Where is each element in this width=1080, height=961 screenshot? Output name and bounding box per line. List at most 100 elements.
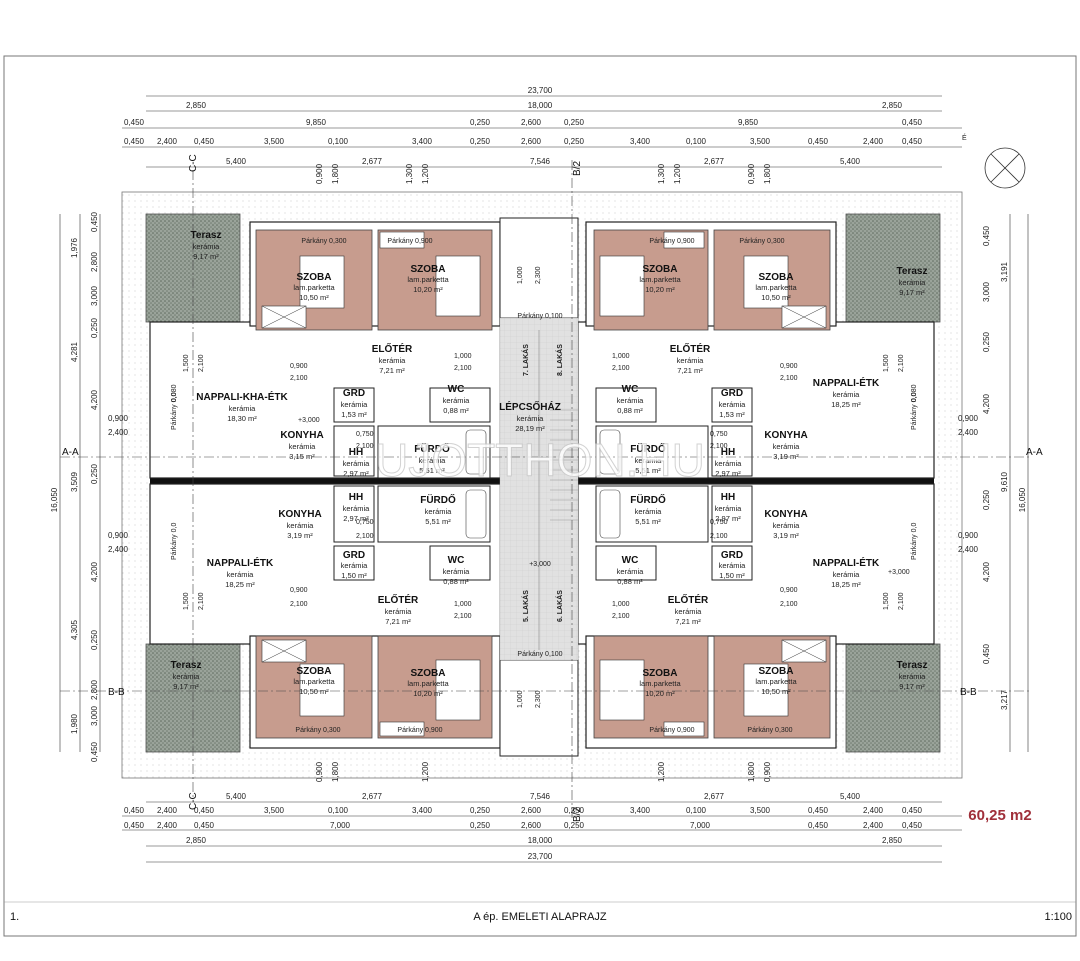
terrace-bottom-right [845,643,941,753]
svg-text:kerámia: kerámia [715,459,743,468]
svg-text:3,000: 3,000 [982,281,991,302]
svg-text:0,250: 0,250 [982,489,991,510]
svg-text:LÉPCSŐHÁZ: LÉPCSŐHÁZ [499,400,561,413]
svg-text:2,100: 2,100 [198,354,205,372]
svg-text:3,000: 3,000 [90,285,99,306]
svg-text:18,30 m²: 18,30 m² [227,414,257,423]
room-grd-tl: GRD kerámia 1,53 m² [341,388,369,419]
svg-text:Párkány 0,900: Párkány 0,900 [649,727,694,734]
svg-text:2,300: 2,300 [535,266,542,284]
svg-text:3,509: 3,509 [70,471,79,492]
svg-text:2,400: 2,400 [108,545,129,554]
svg-text:GRD: GRD [343,550,365,561]
svg-text:0,900: 0,900 [747,163,756,184]
svg-text:0,750: 0,750 [710,519,728,526]
room-szoba-bl2: SZOBA lam.parketta 10,20 m² Párkány 0,90… [397,668,449,734]
svg-text:5,400: 5,400 [840,157,861,166]
room-szoba-bl1: SZOBA lam.parketta 10,50 m² Párkány 0,30… [293,666,340,734]
unit-label-6: 6. LAKÁS [555,590,564,622]
svg-text:2,800: 2,800 [90,679,99,700]
svg-text:0,450: 0,450 [124,118,145,127]
svg-text:2,400: 2,400 [108,428,129,437]
svg-text:0,250: 0,250 [470,806,491,815]
svg-text:1,976: 1,976 [70,237,79,258]
parkany-top-center: Párkány 0,100 [517,313,562,320]
svg-text:5,51 m²: 5,51 m² [635,517,661,526]
svg-text:7,21 m²: 7,21 m² [379,366,405,375]
svg-text:kerámia: kerámia [833,390,861,399]
svg-text:4,200: 4,200 [90,389,99,410]
svg-text:2,100: 2,100 [780,375,798,382]
svg-text:0,450: 0,450 [194,806,215,815]
svg-text:lam.parketta: lam.parketta [755,677,797,686]
svg-text:kerámia: kerámia [229,404,257,413]
svg-text:SZOBA: SZOBA [759,272,794,283]
svg-text:10,50 m²: 10,50 m² [761,687,791,696]
svg-text:18,25 m²: 18,25 m² [831,580,861,589]
svg-text:1,53 m²: 1,53 m² [719,410,745,419]
svg-text:kerámia: kerámia [617,567,645,576]
svg-text:GRD: GRD [721,550,743,561]
svg-text:2,400: 2,400 [157,137,178,146]
svg-text:7,21 m²: 7,21 m² [675,617,701,626]
svg-text:lam.parketta: lam.parketta [755,283,797,292]
svg-text:1,200: 1,200 [421,761,430,782]
section-aa-right: A-A [1026,447,1043,458]
svg-text:2,400: 2,400 [863,806,884,815]
svg-text:0,450: 0,450 [902,137,923,146]
svg-text:3,19 m²: 3,19 m² [773,531,799,540]
room-hh-bl: HH kerámia 2,97 m² [343,492,371,523]
svg-text:Párkány 0,300: Párkány 0,300 [739,238,784,245]
svg-text:kerámia: kerámia [719,400,747,409]
svg-text:kerámia: kerámia [341,561,369,570]
svg-text:2,400: 2,400 [958,428,979,437]
svg-text:2,100: 2,100 [198,592,205,610]
svg-text:0,450: 0,450 [808,137,829,146]
svg-text:NAPPALI-KHA-ÉTK: NAPPALI-KHA-ÉTK [196,390,288,403]
svg-text:3,000: 3,000 [90,705,99,726]
svg-text:NAPPALI-ÉTK: NAPPALI-ÉTK [813,556,880,569]
svg-text:ELŐTÉR: ELŐTÉR [372,342,413,355]
svg-text:7,000: 7,000 [330,821,351,830]
parkany-left-top: Párkány 0,0 [171,393,178,430]
room-hh-br: HH kerámia 2,97 m² [715,492,743,523]
unit-label-8: 8. LAKÁS [555,344,564,376]
svg-text:0,250: 0,250 [470,137,491,146]
svg-text:2,300: 2,300 [535,690,542,708]
svg-text:10,50 m²: 10,50 m² [761,293,791,302]
svg-text:0,750: 0,750 [710,431,728,438]
room-hh-tl: HH kerámia 2,97 m² [343,447,371,478]
north-label: É [962,133,967,142]
svg-text:7,21 m²: 7,21 m² [385,617,411,626]
svg-text:5,400: 5,400 [840,792,861,801]
svg-text:kerámia: kerámia [899,672,927,681]
room-terasz-br: Terasz kerámia 9,17 m² [897,660,928,691]
svg-text:0,900: 0,900 [958,531,979,540]
svg-text:Terasz: Terasz [191,230,222,241]
svg-text:1,300: 1,300 [405,163,414,184]
svg-text:5,51 m²: 5,51 m² [635,466,661,475]
svg-text:2,100: 2,100 [290,601,308,608]
svg-text:0,900: 0,900 [780,587,798,594]
svg-text:1,800: 1,800 [331,163,340,184]
room-grd-br: GRD kerámia 1,50 m² [719,550,747,580]
svg-text:NAPPALI-ÉTK: NAPPALI-ÉTK [207,556,274,569]
svg-text:kerámia: kerámia [833,570,861,579]
svg-text:kerámia: kerámia [287,521,315,530]
svg-text:0,450: 0,450 [902,118,923,127]
svg-text:0,88 m²: 0,88 m² [617,577,643,586]
room-furdo-tl: FÜRDŐ kerámia 5,51 m² [414,442,450,475]
svg-text:GRD: GRD [721,388,743,399]
svg-text:kerámia: kerámia [341,400,369,409]
svg-text:0,450: 0,450 [90,211,99,232]
room-szoba-tr2: Párkány 0,300 SZOBA lam.parketta 10,50 m… [739,238,797,302]
svg-text:18,25 m²: 18,25 m² [225,580,255,589]
svg-text:2,100: 2,100 [898,354,905,372]
svg-text:0,250: 0,250 [564,118,585,127]
svg-text:0,250: 0,250 [470,821,491,830]
svg-text:HH: HH [349,447,363,458]
section-cc-top: C-C [188,154,199,172]
room-nappali-bl: NAPPALI-ÉTK kerámia 18,25 m² [207,556,274,589]
svg-text:ELŐTÉR: ELŐTÉR [668,593,709,606]
svg-text:KONYHA: KONYHA [764,509,807,520]
